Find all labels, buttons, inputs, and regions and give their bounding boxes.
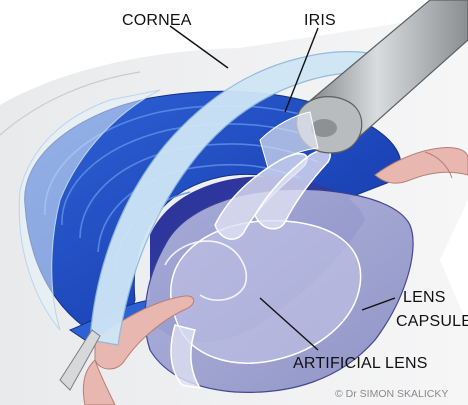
tissue-right xyxy=(374,147,468,184)
phaco-probe-opening xyxy=(311,119,337,137)
label-artificial-lens: ARTIFICIAL LENS xyxy=(293,355,428,372)
tissue-left xyxy=(94,295,195,370)
label-iris: IRIS xyxy=(304,12,336,29)
cornea-left xyxy=(18,89,161,331)
sclera-edge xyxy=(0,71,141,136)
label-cornea: CORNEA xyxy=(122,12,192,29)
tissue-right-fold xyxy=(424,151,453,179)
incision xyxy=(259,111,319,169)
copyright: © Dr SIMON SKALICKY xyxy=(335,388,448,400)
leader-lines xyxy=(169,25,396,351)
lens-capsule-leader xyxy=(361,297,396,311)
label-lens-capsule-1: LENS xyxy=(403,289,446,306)
iol-haptics xyxy=(170,149,331,390)
cornea-leader xyxy=(169,25,229,69)
label-lens-capsule-2: CAPSULE xyxy=(396,313,468,330)
second-instrument xyxy=(59,329,101,391)
tissue-bottom xyxy=(82,359,116,405)
iris-leader xyxy=(284,27,319,113)
artificial-lens-leader xyxy=(259,297,319,351)
capsulorhexis xyxy=(164,240,247,301)
